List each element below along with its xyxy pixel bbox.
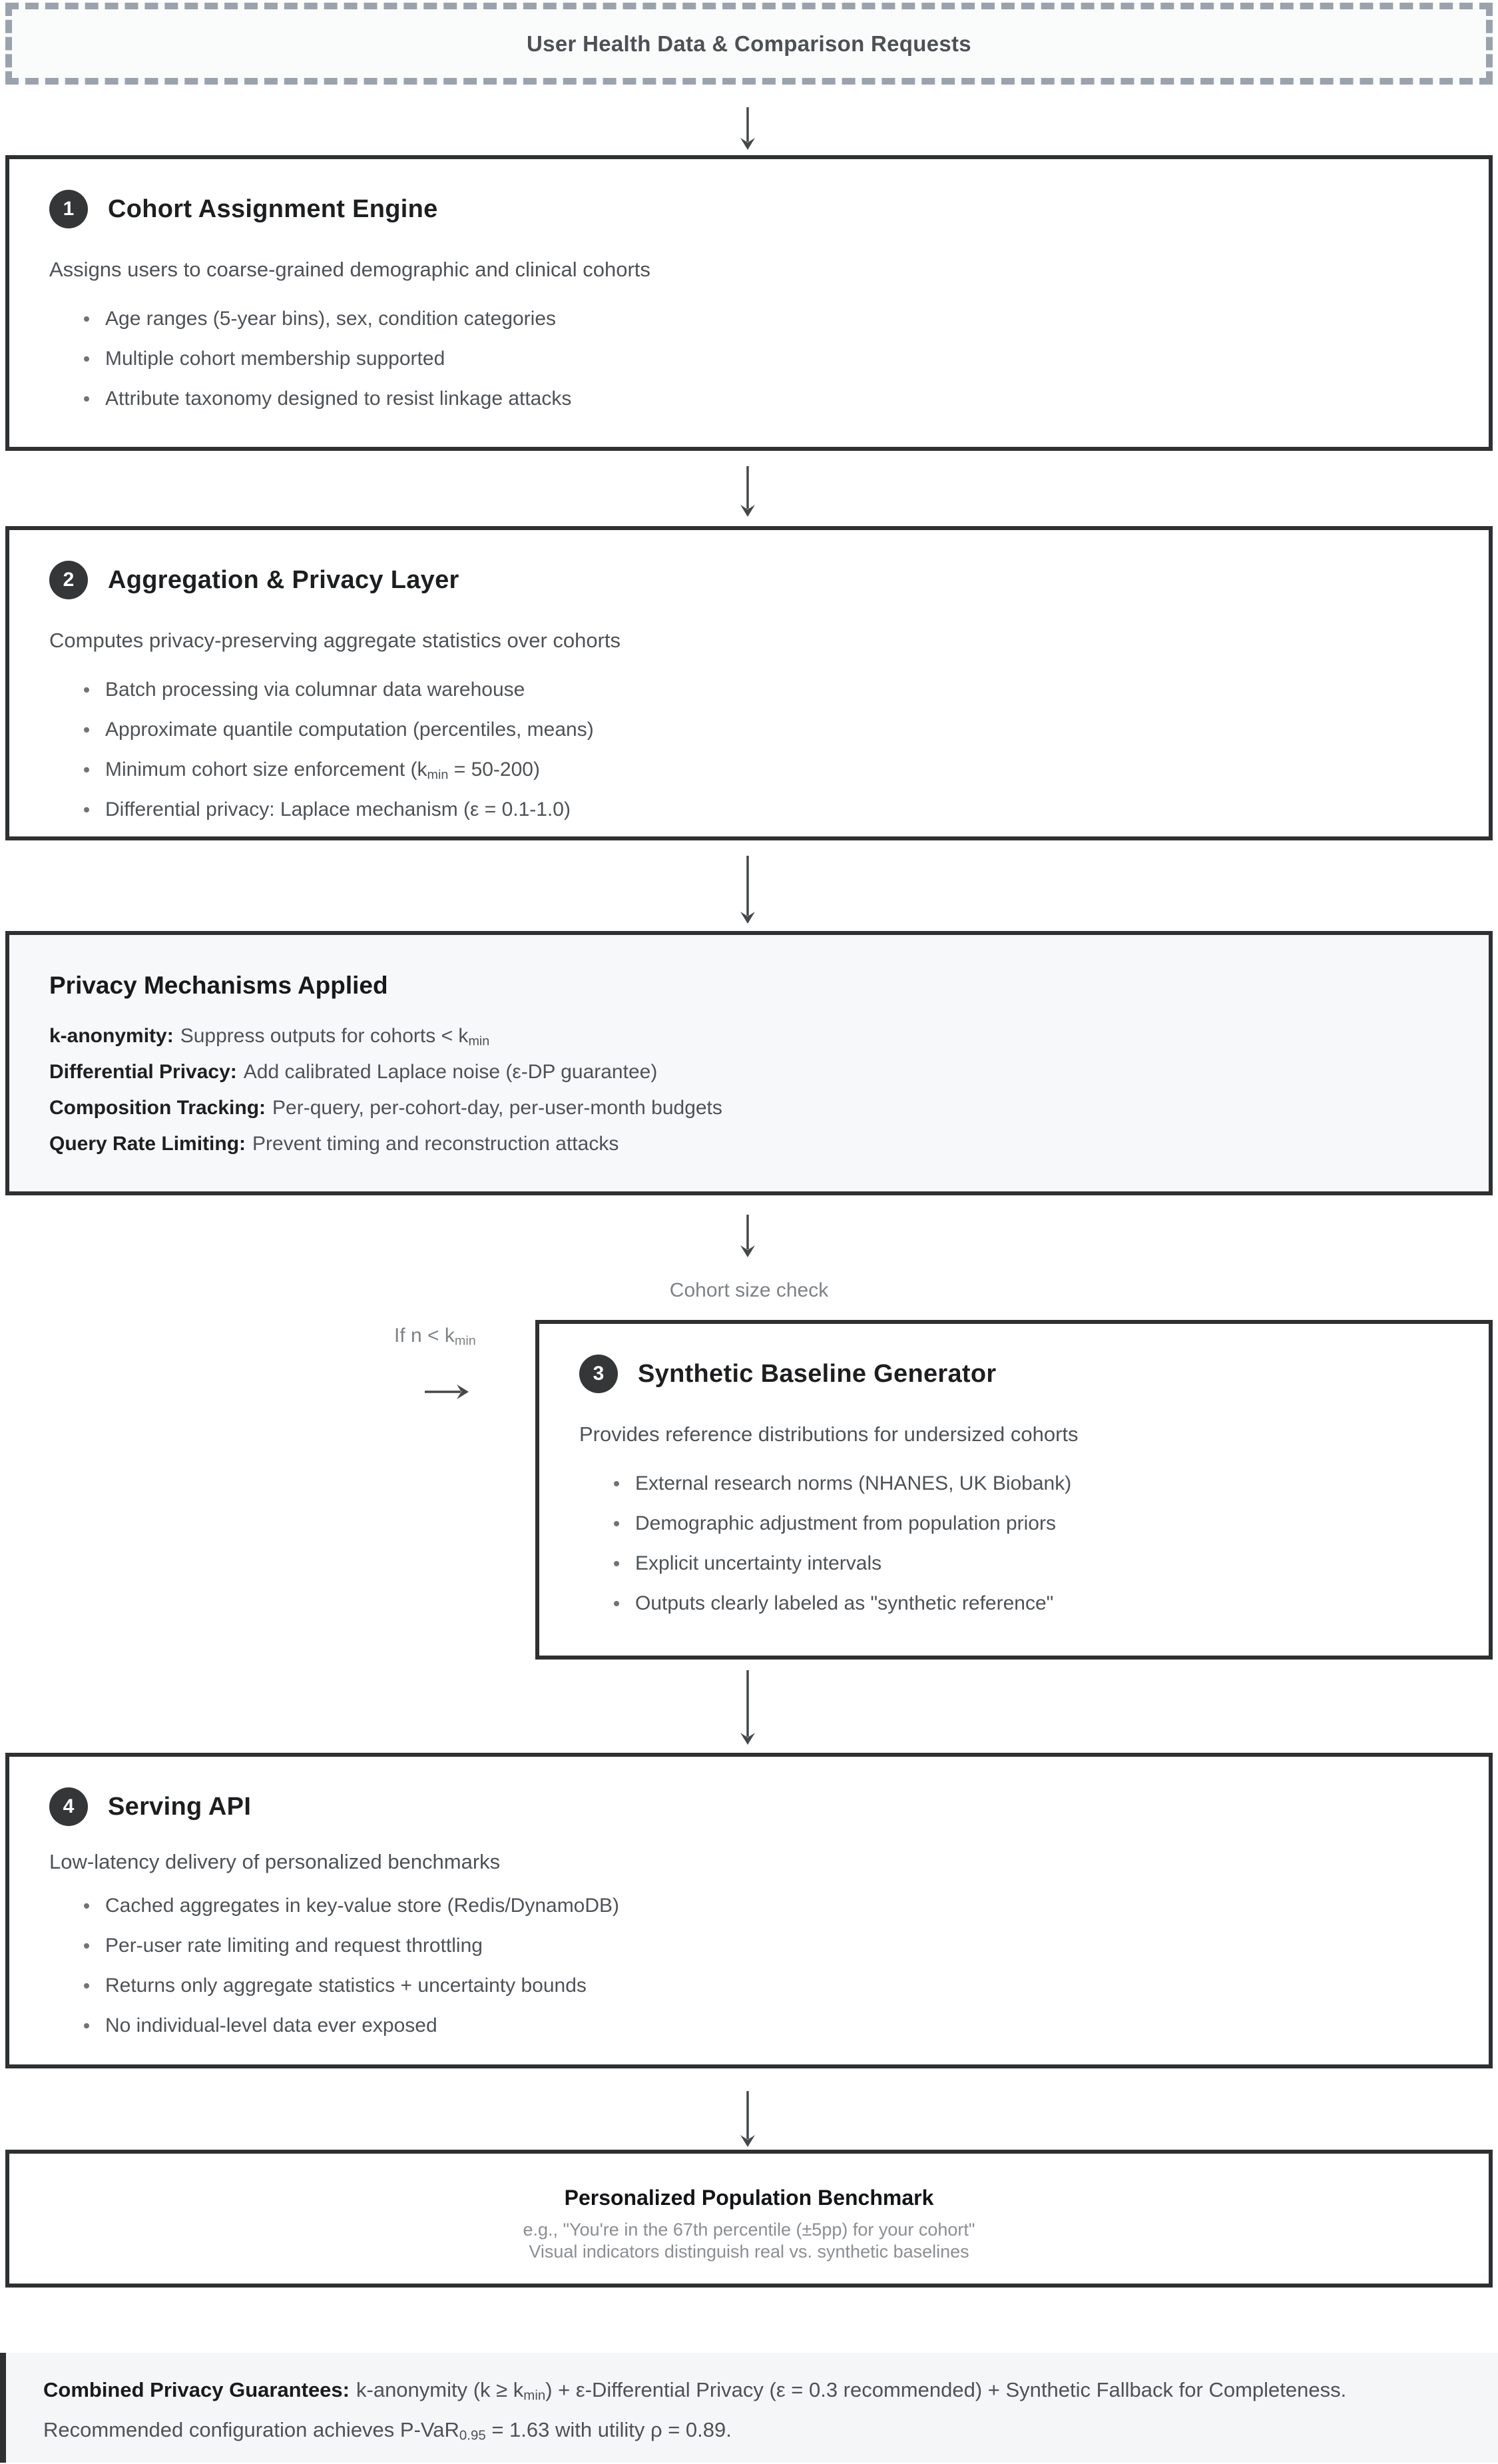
bullet-item: Returns only aggregate statistics + unce… <box>49 1966 1449 2006</box>
mechanism-text: Add calibrated Laplace noise (ε-DP guara… <box>243 1061 658 1083</box>
mechanism-label: Query Rate Limiting: <box>49 1133 246 1155</box>
bullet-item: Outputs clearly labeled as "synthetic re… <box>579 1584 1449 1624</box>
bullet-item: Minimum cohort size enforcement (kmin = … <box>49 750 1449 790</box>
source-node-label: User Health Data & Comparison Requests <box>527 31 971 56</box>
step-number-badge: 4 <box>49 1787 88 1826</box>
step-header: 2 Aggregation & Privacy Layer <box>49 561 1449 599</box>
output-title: Personalized Population Benchmark <box>564 2186 934 2210</box>
mechanism-text: Per-query, per-cohort-day, per-user-mont… <box>272 1097 722 1119</box>
mechanism-row: k-anonymity: Suppress outputs for cohorts… <box>49 1023 1449 1050</box>
bullet-item: Differential privacy: Laplace mechanism … <box>49 790 1449 830</box>
step-title: Aggregation & Privacy Layer <box>108 565 459 594</box>
step-header: 3 Synthetic Baseline Generator <box>579 1355 1449 1393</box>
panel-title: Privacy Mechanisms Applied <box>49 972 388 999</box>
flow-arrow-down-icon <box>737 2091 758 2147</box>
flow-arrow-down-icon <box>737 107 758 150</box>
mechanism-label: Differential Privacy: <box>49 1061 237 1083</box>
bullet-item: Age ranges (5-year bins), sex, condition… <box>49 299 1449 339</box>
flow-arrow-down-icon <box>737 1670 758 1745</box>
step-description: Assigns users to coarse-grained demograp… <box>49 258 650 281</box>
step-title: Synthetic Baseline Generator <box>638 1359 997 1388</box>
step-description: Provides reference distributions for und… <box>579 1422 1079 1446</box>
branch-condition-label: If n < kmin <box>394 1325 476 1349</box>
step-bullet-list: Batch processing via columnar data wareh… <box>49 670 1449 830</box>
step-description: Low-latency delivery of personalized ben… <box>49 1850 501 1873</box>
privacy-mechanisms-panel: Privacy Mechanisms Applied k-anonymity: S… <box>5 931 1493 1195</box>
output-node-personalized-benchmark: Personalized Population Benchmark e.g., … <box>5 2150 1493 2288</box>
flow-arrow-down-icon <box>737 1215 758 1257</box>
step-number-badge: 1 <box>49 190 88 228</box>
source-node-user-health-data: User Health Data & Comparison Requests <box>5 3 1493 85</box>
step-box-synthetic-baseline-generator: 3 Synthetic Baseline Generator Provides … <box>535 1320 1493 1660</box>
step-bullet-list: Cached aggregates in key-value store (Re… <box>49 1886 1449 2046</box>
note-text: k-anonymity (k ≥ kmin) + ε-Differential … <box>43 2378 1347 2443</box>
cohort-size-check-label: Cohort size check <box>669 1279 829 1301</box>
mechanism-label: Composition Tracking: <box>49 1097 266 1119</box>
note-label: Combined Privacy Guarantees: <box>43 2378 350 2401</box>
combined-guarantees-note: Combined Privacy Guarantees:k-anonymity … <box>0 2353 1498 2463</box>
step-number-badge: 2 <box>49 561 88 599</box>
step-box-aggregation-privacy-layer: 2 Aggregation & Privacy Layer Computes p… <box>5 526 1493 840</box>
step-header: 4 Serving API <box>49 1787 1449 1826</box>
panel-rows: k-anonymity: Suppress outputs for cohorts… <box>49 1023 1449 1157</box>
bullet-item: No individual-level data ever exposed <box>49 2006 1449 2046</box>
step-bullet-list: External research norms (NHANES, UK Biob… <box>579 1464 1449 1624</box>
step-description: Computes privacy-preserving aggregate st… <box>49 629 621 652</box>
flow-arrow-down-icon <box>737 466 758 517</box>
step-header: 1 Cohort Assignment Engine <box>49 190 1449 228</box>
mechanism-row: Query Rate Limiting: Prevent timing and r… <box>49 1131 1449 1157</box>
output-indicator-line: Visual indicators distinguish real vs. s… <box>529 2242 969 2262</box>
bullet-item: Attribute taxonomy designed to resist li… <box>49 379 1449 419</box>
mechanism-label: k-anonymity: <box>49 1025 174 1047</box>
bullet-item: Approximate quantile computation (percen… <box>49 710 1449 750</box>
output-subtext: e.g., "You're in the 67th percentile (±5… <box>9 2219 1489 2263</box>
bullet-item: Batch processing via columnar data wareh… <box>49 670 1449 710</box>
step-box-cohort-assignment-engine: 1 Cohort Assignment Engine Assigns users… <box>5 155 1493 451</box>
flow-arrow-down-icon <box>737 856 758 924</box>
mechanism-row: Composition Tracking: Per-query, per-coho… <box>49 1095 1449 1121</box>
bullet-item: Per-user rate limiting and request throt… <box>49 1926 1449 1966</box>
step-title: Cohort Assignment Engine <box>108 194 438 223</box>
bullet-item: External research norms (NHANES, UK Biob… <box>579 1464 1449 1504</box>
output-example-line: e.g., "You're in the 67th percentile (±5… <box>523 2220 975 2240</box>
step-number-badge: 3 <box>579 1355 618 1393</box>
bullet-item: Cached aggregates in key-value store (Re… <box>49 1886 1449 1926</box>
mechanism-row: Differential Privacy: Add calibrated Lapl… <box>49 1059 1449 1085</box>
flow-arrow-right-icon <box>425 1381 469 1402</box>
bullet-item: Explicit uncertainty intervals <box>579 1544 1449 1584</box>
bullet-item: Multiple cohort membership supported <box>49 339 1449 379</box>
mechanism-text: Suppress outputs for cohorts < kmin <box>180 1025 490 1049</box>
step-box-serving-api: 4 Serving API Low-latency delivery of pe… <box>5 1753 1493 2068</box>
step-bullet-list: Age ranges (5-year bins), sex, condition… <box>49 299 1449 419</box>
step-title: Serving API <box>108 1792 252 1821</box>
mechanism-text: Prevent timing and reconstruction attack… <box>252 1133 619 1155</box>
bullet-item: Demographic adjustment from population p… <box>579 1504 1449 1544</box>
